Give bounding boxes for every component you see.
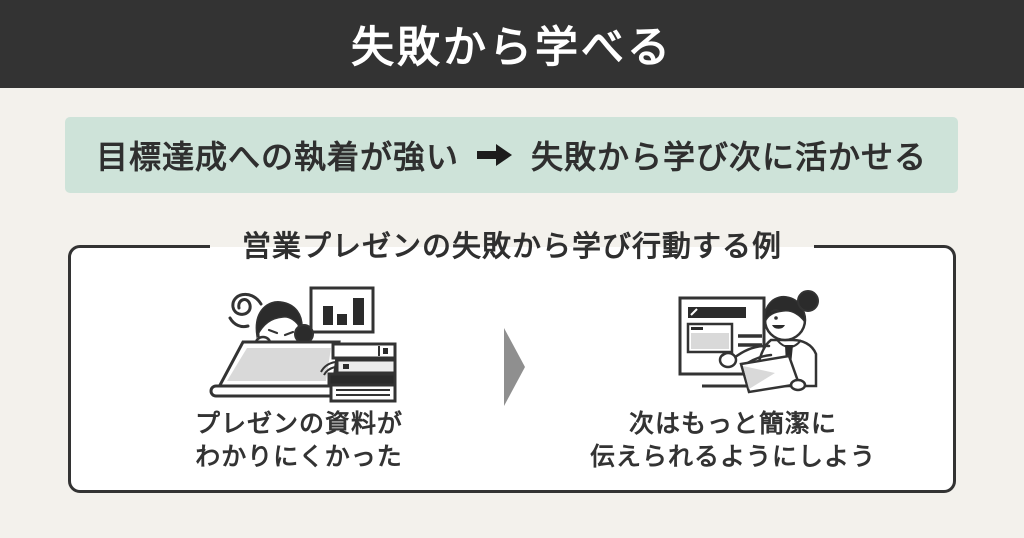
before-caption: プレゼンの資料が わかりにくかった [87, 408, 511, 474]
header-banner: 失敗から学べる [0, 0, 1024, 88]
summary-effect-text: 失敗から学び次に活かせる [531, 139, 928, 175]
transition-arrow-icon [504, 328, 525, 406]
paper-sheet-icon [739, 354, 807, 394]
after-caption-line1: 次はもっと簡潔に [628, 410, 837, 438]
after-caption: 次はもっと簡潔に 伝えられるようにしよう [523, 408, 943, 474]
before-caption-line2: わかりにくかった [195, 443, 403, 471]
summary-banner: 目標達成への執着が強い 失敗から学び次に活かせる [65, 117, 958, 193]
example-box: 営業プレゼンの失敗から学び行動する例 [68, 226, 956, 493]
example-box-title: 営業プレゼンの失敗から学び行動する例 [209, 226, 815, 268]
page-title: 失敗から学べる [351, 24, 673, 72]
right-arrow-icon [477, 144, 512, 166]
bar-chart-icon [309, 286, 375, 334]
frustration-squiggle-icon [228, 292, 263, 329]
document-stack-icon [320, 342, 397, 403]
person-presenting-illustration [678, 290, 819, 394]
presentation-board-icon [678, 296, 766, 388]
frustrated-person-at-laptop-illustration [209, 286, 397, 403]
laptop-icon [209, 340, 359, 398]
after-caption-line2: 伝えられるようにしよう [589, 443, 876, 471]
before-caption-line1: プレゼンの資料が [194, 410, 403, 438]
summary-cause-text: 目標達成への執着が強い [95, 139, 459, 175]
